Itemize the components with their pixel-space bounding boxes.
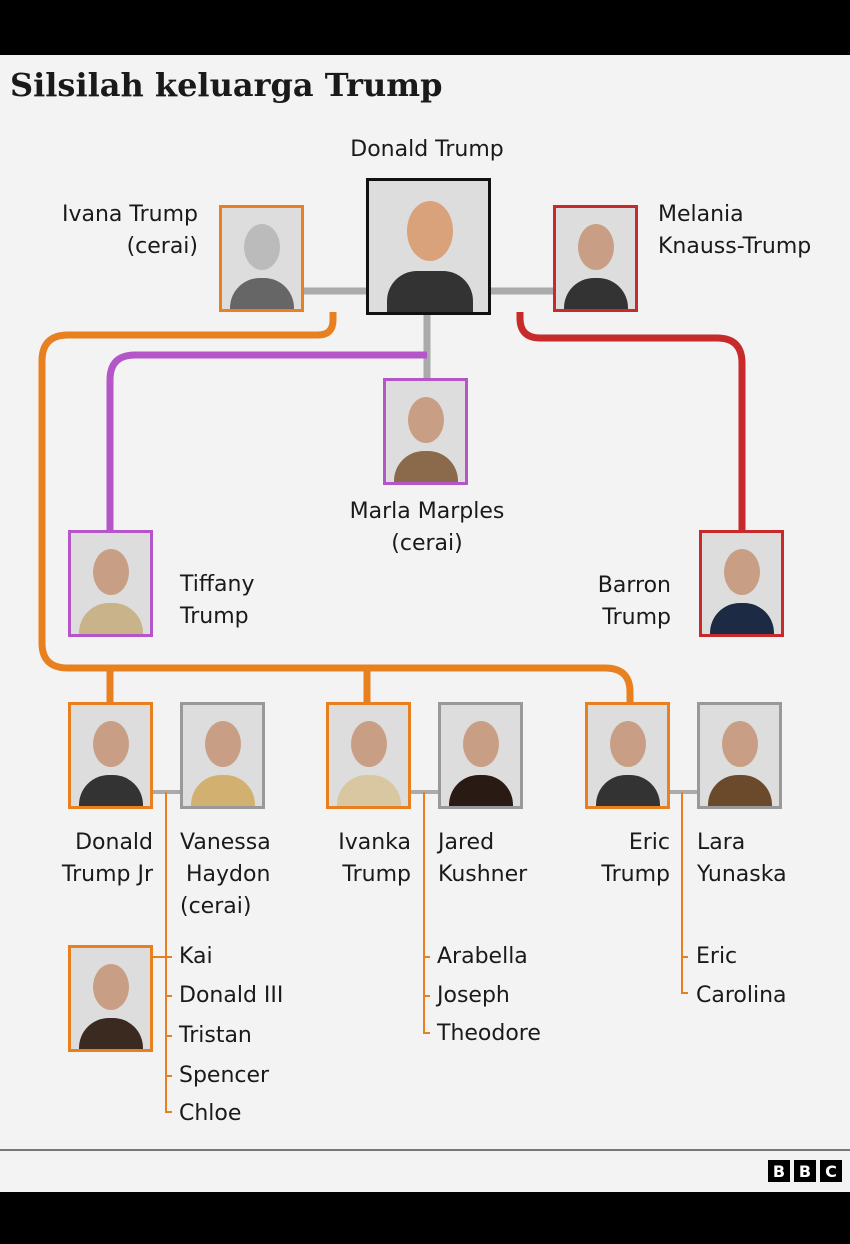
grandchild-name: Donald III xyxy=(179,983,284,1008)
photo-lara-yunaska xyxy=(697,702,782,809)
line-djr-grandchildren xyxy=(153,792,172,1113)
grandchild-name: Theodore xyxy=(437,1021,541,1046)
photo-tiffany-trump xyxy=(68,530,153,637)
line-eric-grandchildren xyxy=(681,792,688,994)
grandchild-name: Chloe xyxy=(179,1101,242,1126)
grandchild-name: Arabella xyxy=(437,944,528,969)
grandchild-name: Carolina xyxy=(696,983,787,1008)
grandchild-name: Kai xyxy=(179,944,213,969)
photo-kai-trump xyxy=(68,945,153,1052)
photo-donald-trump xyxy=(366,178,491,315)
photo-vanessa-haydon xyxy=(180,702,265,809)
label-ivana-trump: Ivana Trump(cerai) xyxy=(62,202,198,259)
grandchild-name: Tristan xyxy=(179,1023,252,1048)
grandchild-name: Eric xyxy=(696,944,738,969)
photo-ivanka-trump xyxy=(326,702,411,809)
label-marla-marples: Marla Marples(cerai) xyxy=(349,499,505,556)
photo-barron-trump xyxy=(699,530,784,637)
top-bar xyxy=(0,0,850,55)
photo-ivana-trump xyxy=(219,205,304,312)
photo-melania xyxy=(553,205,638,312)
line-ivanka-grandchildren xyxy=(423,792,430,1034)
grandchild-name: Spencer xyxy=(179,1063,270,1088)
grandchild-name: Joseph xyxy=(437,983,510,1008)
bottom-bar xyxy=(0,1192,850,1244)
line-barron xyxy=(516,312,746,530)
photo-jared-kushner xyxy=(438,702,523,809)
page-title: Silsilah keluarga Trump xyxy=(10,66,443,104)
label-donald-trump: Donald Trump xyxy=(350,137,504,162)
line-tiffany xyxy=(106,351,427,530)
line-ivana-children xyxy=(38,312,634,702)
photo-eric-trump xyxy=(585,702,670,809)
photo-marla-marples xyxy=(383,378,468,485)
footer-divider xyxy=(0,1149,850,1151)
photo-donald-trump-jr xyxy=(68,702,153,809)
